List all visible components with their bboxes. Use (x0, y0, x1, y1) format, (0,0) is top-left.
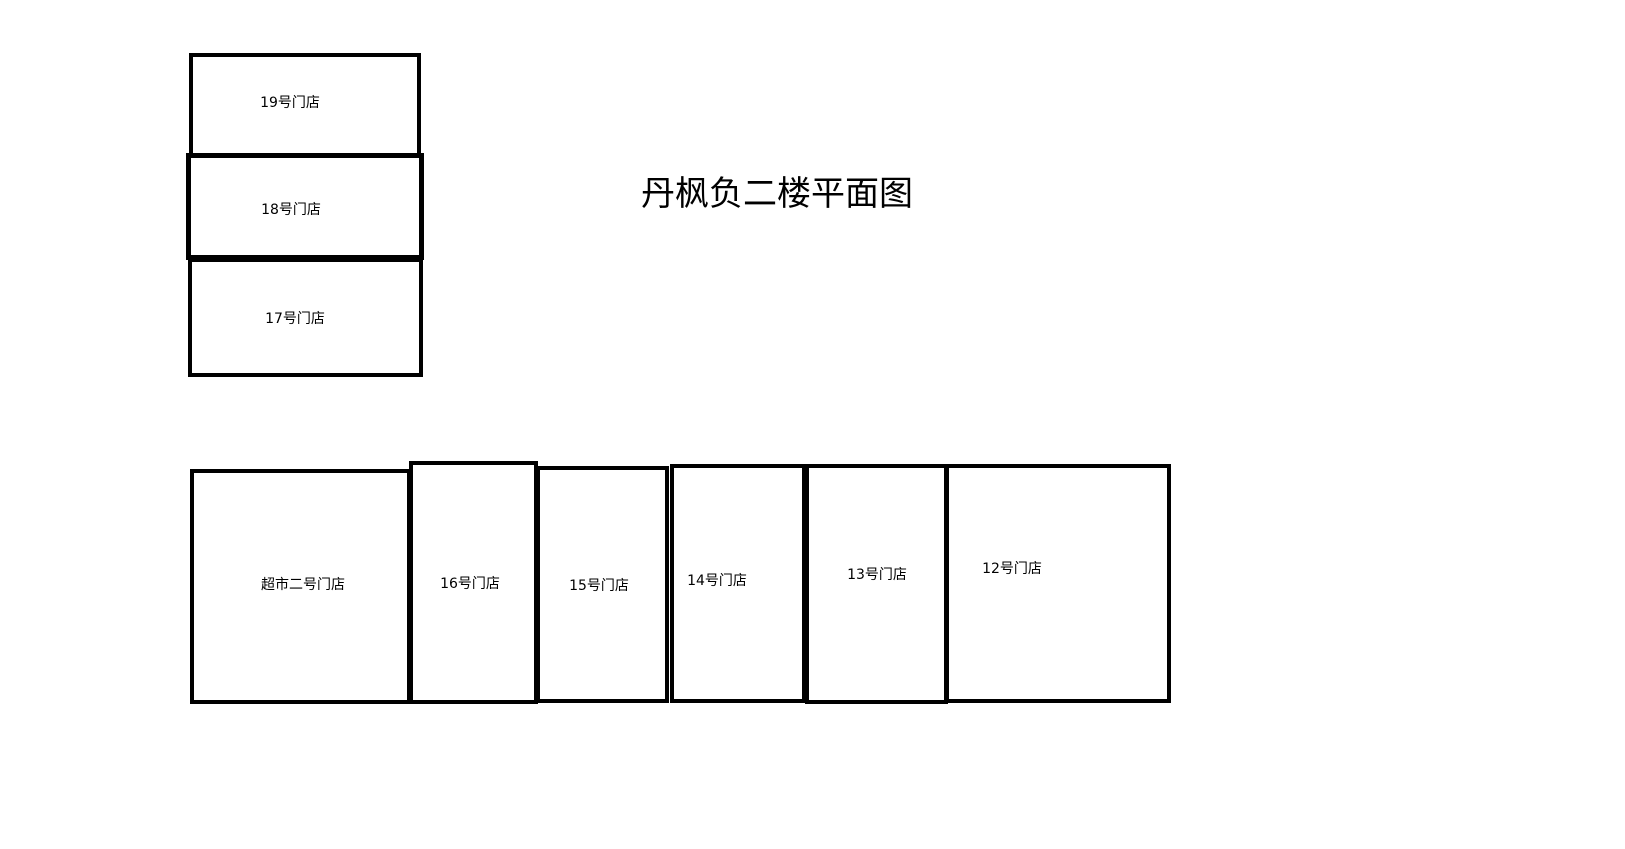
store-17-box[interactable] (188, 258, 423, 377)
store-12-label: 12号门店 (982, 561, 1042, 577)
store-15-label: 15号门店 (569, 578, 629, 594)
store-15-box[interactable] (536, 466, 669, 703)
store-17-label: 17号门店 (265, 311, 325, 327)
supermarket-2-label: 超市二号门店 (261, 577, 345, 593)
store-14-box[interactable] (670, 464, 806, 703)
floor-plan-title: 丹枫负二楼平面图 (641, 174, 913, 214)
store-13-label: 13号门店 (847, 567, 907, 583)
store-18-label: 18号门店 (261, 202, 321, 218)
store-14-label: 14号门店 (687, 573, 747, 589)
store-19-label: 19号门店 (260, 95, 320, 111)
store-13-box[interactable] (805, 464, 948, 704)
store-16-label: 16号门店 (440, 576, 500, 592)
store-18-box[interactable] (186, 153, 424, 260)
store-16-box[interactable] (409, 461, 538, 704)
store-12-box[interactable] (945, 464, 1171, 703)
